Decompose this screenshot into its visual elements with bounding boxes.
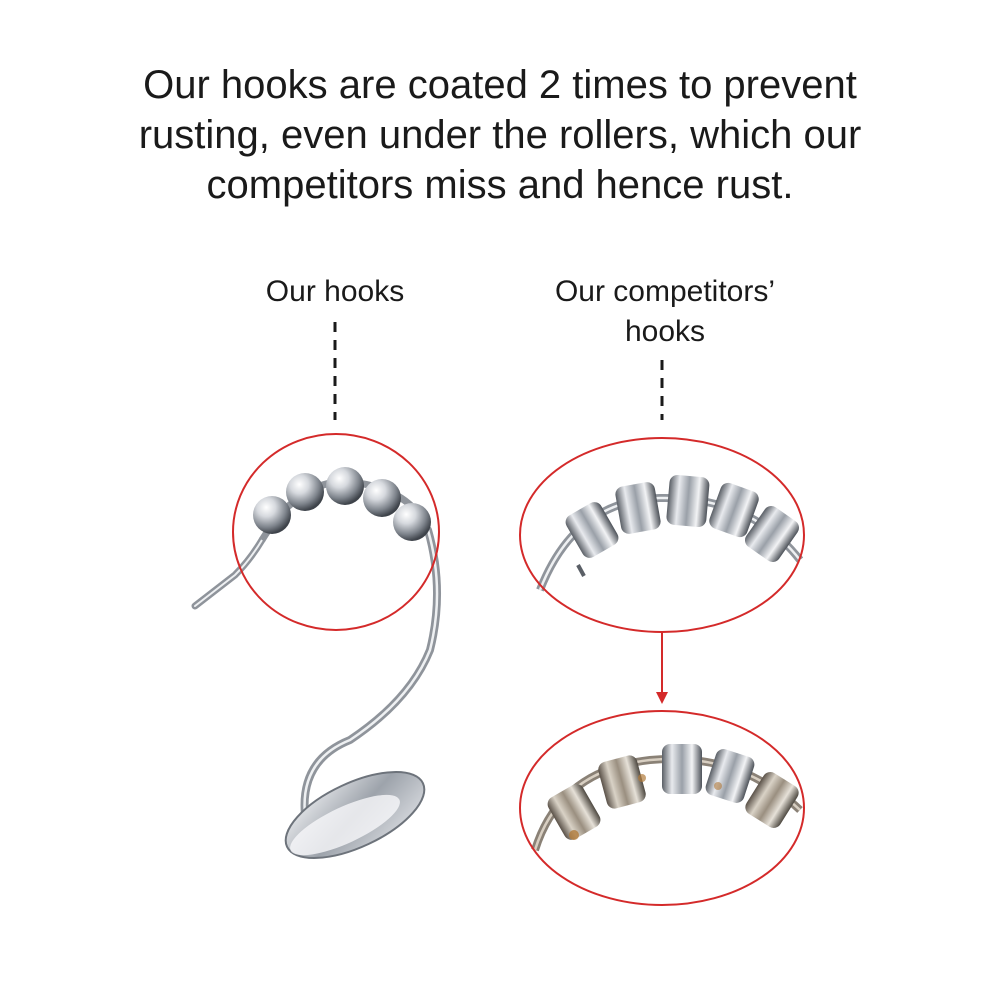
roller-ball: [393, 503, 431, 541]
roller-barrel: [615, 482, 661, 534]
roller-barrel: [547, 784, 601, 840]
arrow-head-icon: [656, 692, 668, 704]
roller-barrel: [744, 506, 800, 562]
roller-barrel: [598, 755, 646, 809]
roller-barrel: [745, 772, 799, 828]
our-hook: [191, 467, 441, 859]
rust-spot: [569, 830, 579, 840]
roller-barrel: [705, 749, 755, 803]
label-competitors-line-2: hooks: [624, 315, 706, 348]
label-competitors-line-1: Our competitors’: [554, 275, 776, 308]
roller-barrel: [709, 482, 759, 538]
headline-line-3: competitors miss and hence rust.: [206, 163, 794, 207]
roller-ball: [363, 479, 401, 517]
roller-barrel: [662, 744, 702, 794]
label-our-hooks: Our hooks: [265, 275, 405, 308]
roller-barrel: [666, 475, 710, 527]
label-competitors-hooks: Our competitors’ hooks: [505, 272, 825, 352]
callout-circle-rusted: [519, 710, 805, 906]
roller-barrel: [565, 502, 619, 558]
rust-spot: [714, 782, 722, 790]
competitor-hook-zoom: [536, 475, 804, 592]
roller-ball: [326, 467, 364, 505]
roller-ball: [286, 473, 324, 511]
headline-line-1: Our hooks are coated 2 times to prevent: [143, 63, 857, 107]
headline: Our hooks are coated 2 times to prevent …: [0, 60, 1000, 210]
headline-line-2: rusting, even under the rollers, which o…: [138, 113, 862, 157]
rust-spot: [638, 774, 646, 782]
roller-ball: [253, 496, 291, 534]
callout-circle-ours: [232, 433, 440, 631]
competitor-hook-rusted-zoom: [531, 744, 803, 852]
